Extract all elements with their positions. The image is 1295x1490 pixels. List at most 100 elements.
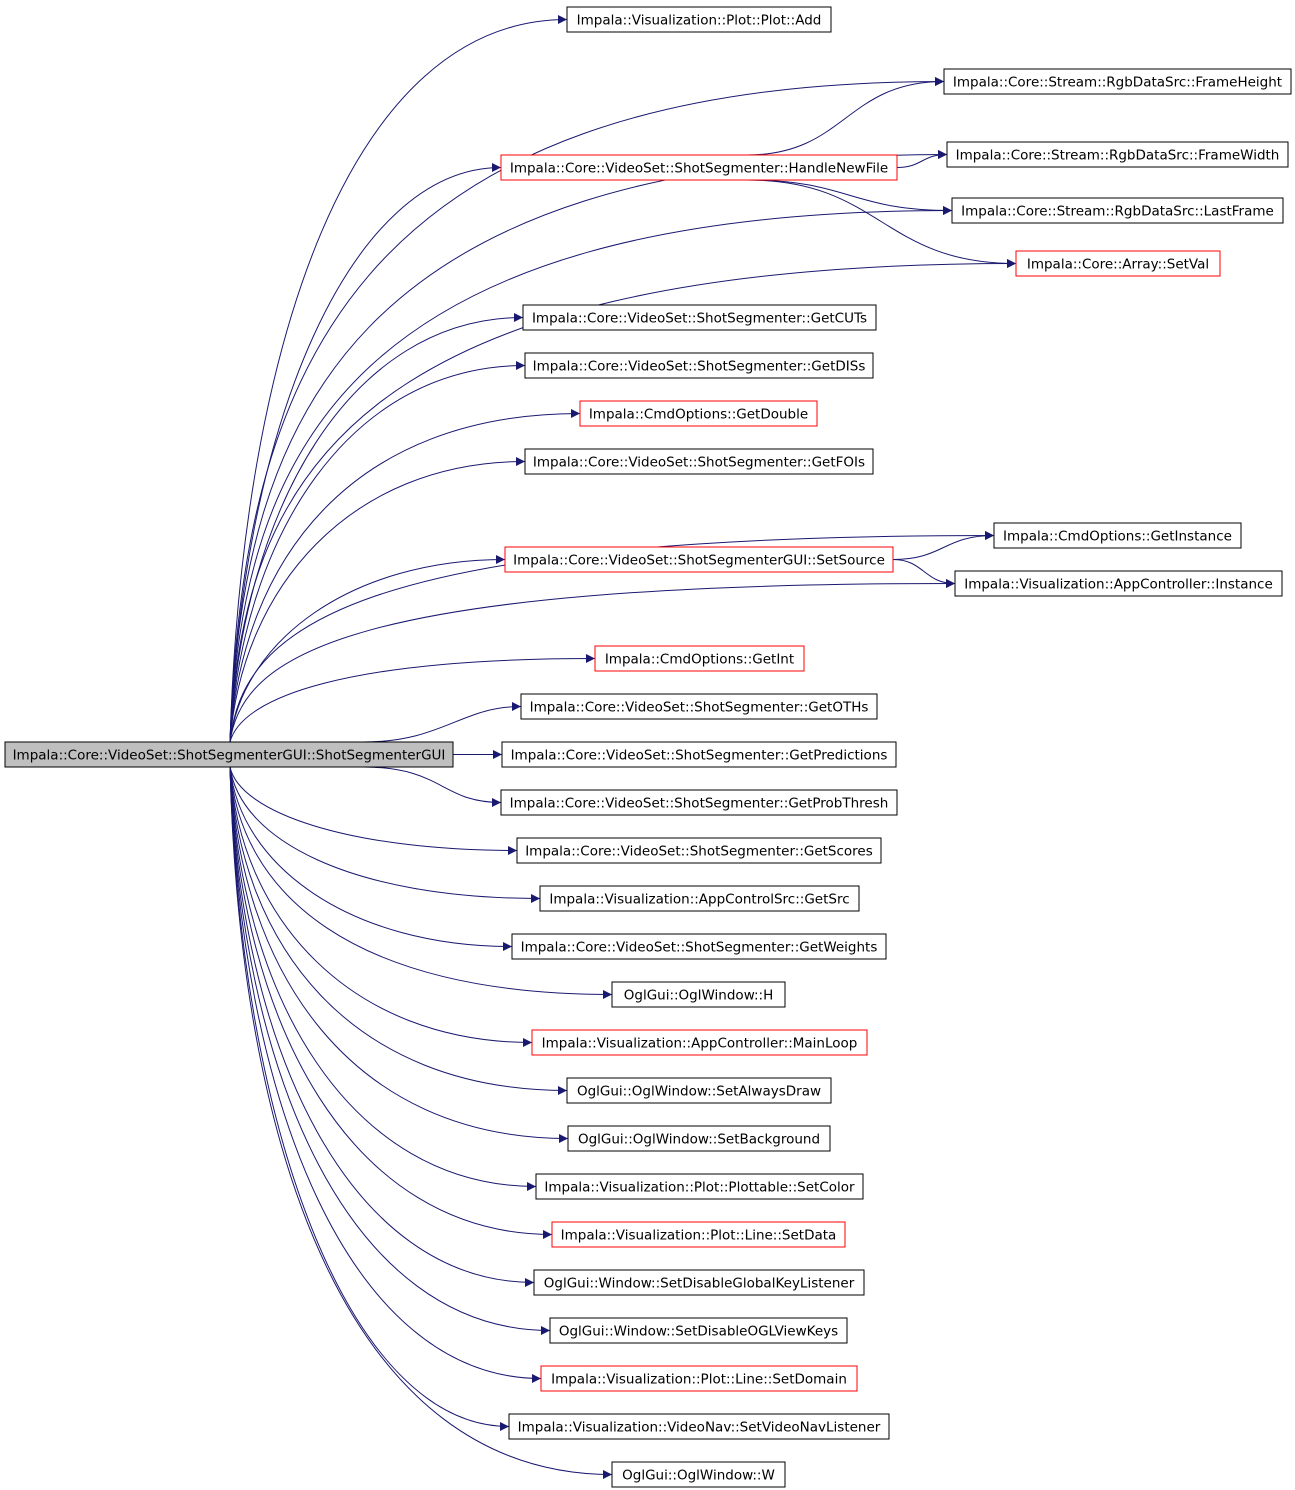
node-label: Impala::Core::VideoSet::ShotSegmenterGUI… [13,748,446,764]
edge-root-to-get_scores [229,766,518,855]
node-get-instance[interactable]: Impala::CmdOptions::GetInstance [993,522,1242,549]
node-label: Impala::Visualization::Plot::Plottable::… [544,1180,855,1196]
node-label: Impala::Visualization::Plot::Line::SetDo… [551,1372,847,1388]
node-label: Impala::Visualization::Plot::Plot::Add [577,13,822,29]
node-get-weights[interactable]: Impala::Core::VideoSet::ShotSegmenter::G… [511,933,887,960]
edge-root-to-get_int [229,654,596,743]
node-set-domain[interactable]: Impala::Visualization::Plot::Line::SetDo… [540,1365,858,1392]
node-label: Impala::Core::Array::SetVal [1027,257,1209,273]
node-box [943,68,1292,95]
node-box [594,645,805,672]
node-root[interactable]: Impala::Core::VideoSet::ShotSegmenterGUI… [4,741,454,768]
node-box [533,1269,865,1296]
node-box [1015,250,1221,277]
edge-layer [229,15,1017,1479]
node-box [501,741,897,768]
node-box [522,304,877,331]
node-box [567,1125,831,1152]
node-label: OglGui::OglWindow::H [624,988,774,1004]
node-get-int[interactable]: Impala::CmdOptions::GetInt [594,645,805,672]
node-label: Impala::Core::VideoSet::ShotSegmenter::G… [533,359,866,375]
edge-root-to-get_double [229,409,581,743]
edge-root-to-get_diss [229,361,526,743]
node-main-loop[interactable]: Impala::Visualization::AppController::Ma… [531,1029,868,1056]
node-set-always-draw[interactable]: OglGui::OglWindow::SetAlwaysDraw [566,1077,832,1104]
node-set-color[interactable]: Impala::Visualization::Plot::Plottable::… [535,1173,864,1200]
node-set-video-nav-listener[interactable]: Impala::Visualization::VideoNav::SetVide… [508,1413,890,1440]
node-set-disable-gkl[interactable]: OglGui::Window::SetDisableGlobalKeyListe… [533,1269,865,1296]
edge-root-to-handle_new_file [229,163,502,743]
node-last-frame[interactable]: Impala::Core::Stream::RgbDataSrc::LastFr… [951,197,1284,224]
node-label: OglGui::OglWindow::SetAlwaysDraw [577,1084,821,1100]
node-box [524,448,874,475]
edge-root-to-set_background [229,766,569,1143]
edge-root-to-ogl_w [229,766,613,1479]
node-label: Impala::Core::VideoSet::ShotSegmenterGUI… [513,553,885,569]
node-box [954,570,1283,597]
node-box [539,885,860,912]
node-box [611,981,786,1008]
node-label: Impala::Core::VideoSet::ShotSegmenter::G… [511,748,888,764]
edge-root-to-last_frame [229,206,953,743]
node-label: Impala::Core::Stream::RgbDataSrc::LastFr… [961,204,1274,220]
node-get-double[interactable]: Impala::CmdOptions::GetDouble [579,400,818,427]
node-set-background[interactable]: OglGui::OglWindow::SetBackground [567,1125,831,1152]
node-label: Impala::Core::Stream::RgbDataSrc::FrameW… [956,148,1280,164]
node-handle-new-file[interactable]: Impala::Core::VideoSet::ShotSegmenter::H… [500,154,898,181]
edge-root-to-set_disable_oglvk [229,766,551,1335]
edge-root-to-set_val [229,259,1017,743]
node-box [993,522,1242,549]
node-label: Impala::CmdOptions::GetInstance [1003,529,1232,545]
node-set-disable-oglvk[interactable]: OglGui::Window::SetDisableOGLViewKeys [549,1317,848,1344]
node-box [524,352,874,379]
node-label: Impala::Core::Stream::RgbDataSrc::FrameH… [953,75,1282,91]
node-box [4,741,454,768]
node-label: OglGui::OglWindow::W [622,1468,775,1484]
node-app-instance[interactable]: Impala::Visualization::AppController::In… [954,570,1283,597]
node-label: Impala::Core::VideoSet::ShotSegmenter::G… [530,700,869,716]
edge-root-to-get_cuts [229,313,524,743]
edge-set_source-to-get_instance [892,531,995,560]
node-box [504,546,894,573]
node-box [535,1173,864,1200]
node-get-scores[interactable]: Impala::Core::VideoSet::ShotSegmenter::G… [516,837,882,864]
node-box [566,6,832,33]
edge-root-to-get_oths [362,702,522,743]
edge-root-to-get_prob_thresh [362,766,502,807]
node-frame-height[interactable]: Impala::Core::Stream::RgbDataSrc::FrameH… [943,68,1292,95]
node-frame-width[interactable]: Impala::Core::Stream::RgbDataSrc::FrameW… [946,141,1289,168]
node-ogl-w[interactable]: OglGui::OglWindow::W [611,1461,786,1488]
edge-root-to-main_loop [229,766,533,1047]
node-box [579,400,818,427]
node-get-oths[interactable]: Impala::Core::VideoSet::ShotSegmenter::G… [520,693,878,720]
node-box [540,1365,858,1392]
node-label: OglGui::Window::SetDisableOGLViewKeys [559,1324,838,1340]
edge-root-to-frame_height [229,77,945,743]
node-ogl-h[interactable]: OglGui::OglWindow::H [611,981,786,1008]
node-set-source[interactable]: Impala::Core::VideoSet::ShotSegmenterGUI… [504,546,894,573]
node-box [549,1317,848,1344]
node-get-diss[interactable]: Impala::Core::VideoSet::ShotSegmenter::G… [524,352,874,379]
node-get-src[interactable]: Impala::Visualization::AppControlSrc::Ge… [539,885,860,912]
edge-root-to-set_data [229,766,553,1239]
edge-root-to-get_weights [229,766,513,951]
edge-handle_new_file-to-last_frame [746,179,953,215]
edge-root-to-plot_add [229,15,568,743]
node-get-predictions[interactable]: Impala::Core::VideoSet::ShotSegmenter::G… [501,741,897,768]
node-layer: Impala::Core::VideoSet::ShotSegmenterGUI… [4,6,1292,1488]
node-get-fois[interactable]: Impala::Core::VideoSet::ShotSegmenter::G… [524,448,874,475]
edge-root-to-ogl_h [229,766,613,999]
edge-handle_new_file-to-frame_width [896,150,948,168]
node-get-cuts[interactable]: Impala::Core::VideoSet::ShotSegmenter::G… [522,304,877,331]
edge-root-to-get_instance [229,531,995,743]
node-set-data[interactable]: Impala::Visualization::Plot::Line::SetDa… [551,1221,846,1248]
node-plot-add[interactable]: Impala::Visualization::Plot::Plot::Add [566,6,832,33]
node-box [951,197,1284,224]
node-label: Impala::Visualization::AppController::In… [964,577,1273,593]
node-set-val[interactable]: Impala::Core::Array::SetVal [1015,250,1221,277]
node-label: Impala::CmdOptions::GetDouble [589,407,808,423]
node-label: Impala::Visualization::Plot::Line::SetDa… [561,1228,837,1244]
node-box [520,693,878,720]
node-get-prob-thresh[interactable]: Impala::Core::VideoSet::ShotSegmenter::G… [500,789,898,816]
